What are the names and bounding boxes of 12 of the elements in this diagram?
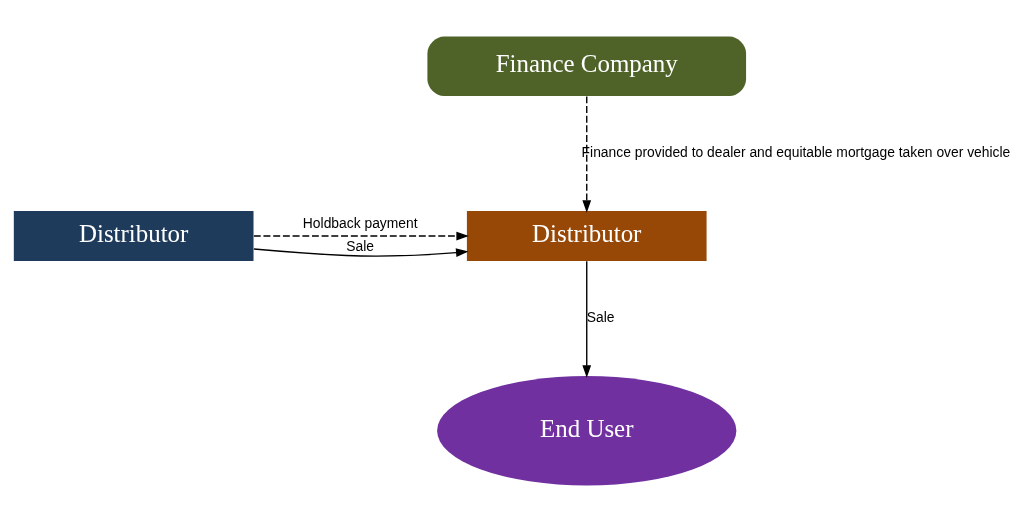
node-box: Distributor bbox=[466, 210, 707, 261]
arrow bbox=[253, 247, 469, 257]
node-box: Finance Company bbox=[427, 36, 747, 96]
arrow bbox=[253, 231, 469, 240]
arrow bbox=[582, 260, 592, 378]
edge-label: Holdback payment bbox=[302, 214, 418, 231]
edge-label: Sale bbox=[586, 308, 615, 325]
edge-label: Finance provided to dealer and equitable mortgage taken over vehicle bbox=[581, 143, 1011, 160]
node-box: Distributor bbox=[13, 210, 254, 261]
arrow bbox=[582, 95, 592, 213]
edge-label: Sale bbox=[346, 237, 375, 254]
node-ellipse: End User bbox=[437, 375, 737, 485]
